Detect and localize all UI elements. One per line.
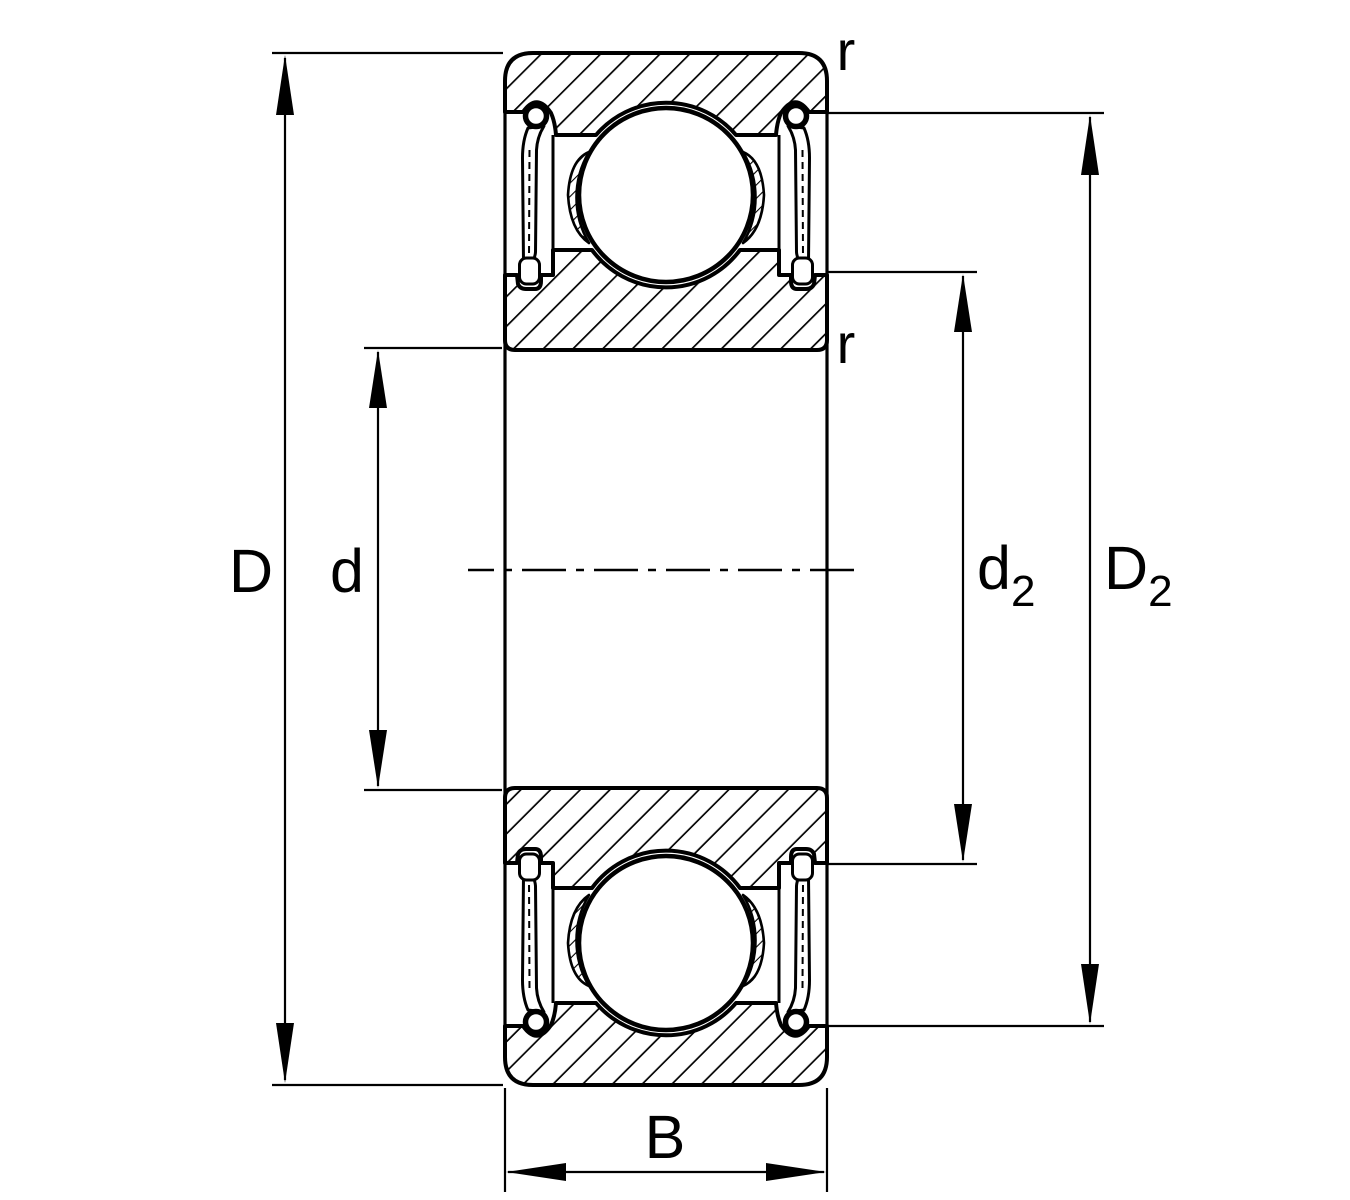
seal-right-anchor-bead [782, 102, 810, 130]
seal-left-reinforcement [528, 149, 531, 259]
seal-left-foot [518, 256, 541, 286]
arrow-d2-up [954, 274, 972, 332]
arrow-d-up [369, 350, 387, 408]
arrow-B-left [506, 1163, 566, 1181]
label-outer-shoulder: D2 [1104, 534, 1173, 616]
label-chamfer-radius-top: r [837, 19, 856, 82]
arrow-D-down [276, 1023, 294, 1083]
dim-inner-shoulder-d2: d2 [828, 270, 1035, 866]
arrow-d-down [369, 730, 387, 788]
label-outer-diameter: D [229, 537, 273, 605]
seal-left-lip [521, 124, 546, 270]
label-width: B [645, 1103, 686, 1171]
seal-right-foot [791, 256, 814, 286]
dim-width-B: B [503, 1088, 829, 1192]
label-inner-shoulder: d2 [977, 534, 1035, 616]
bearing-top-section [503, 51, 829, 352]
bearing-bottom-section [505, 788, 827, 1085]
seal-right-lip [786, 124, 811, 270]
label-outer-shoulder-base: D [1104, 534, 1148, 602]
dim-outer-diameter-D: D [229, 51, 503, 1087]
seal-left-anchor-bead [522, 102, 550, 130]
seal-left [518, 102, 550, 286]
label-chamfer-radius-inner: r [837, 312, 856, 375]
seal-right [782, 102, 814, 286]
cage-section-left [566, 150, 591, 245]
dim-bore-diameter-d: d [330, 346, 502, 792]
inner-ring-section [503, 248, 829, 352]
label-inner-shoulder-base: d [977, 534, 1011, 602]
label-outer-shoulder-subscript: 2 [1148, 567, 1172, 616]
seal-right-reinforcement [801, 149, 804, 259]
label-inner-shoulder-subscript: 2 [1011, 567, 1035, 616]
arrow-D-up [276, 55, 294, 115]
arrow-d2-down [954, 804, 972, 862]
label-bore-diameter: d [330, 537, 364, 605]
cage-section-right [741, 150, 766, 245]
arrow-D2-up [1081, 115, 1099, 175]
ball [576, 105, 756, 285]
arrow-B-right [766, 1163, 826, 1181]
dim-outer-shoulder-D2: D2 [828, 111, 1173, 1028]
arrow-D2-down [1081, 964, 1099, 1024]
